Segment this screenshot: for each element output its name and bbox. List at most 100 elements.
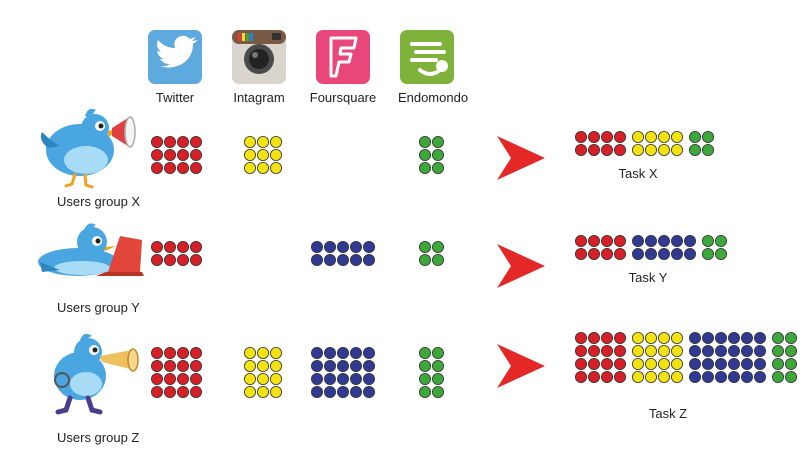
user-dot-instagram [269, 148, 282, 161]
group-label-y: Users group Y [57, 300, 140, 315]
user-dot-instagram [256, 385, 269, 398]
task-dot-yellow [658, 357, 671, 370]
task-dot-yellow [658, 130, 671, 143]
user-dot-foursquare [310, 240, 323, 253]
user-dot-twitter [163, 161, 176, 174]
arrow-icon [497, 344, 545, 388]
task-dot-red [601, 130, 614, 143]
task-dot-blue [715, 357, 728, 370]
user-dot-twitter [163, 385, 176, 398]
task-dot-yellow [632, 130, 645, 143]
user-dot-endomondo [431, 346, 444, 359]
user-dot-twitter [150, 346, 163, 359]
task-dot-red [601, 331, 614, 344]
user-dot-twitter [163, 372, 176, 385]
task-dot-yellow [645, 344, 658, 357]
user-dot-twitter [150, 161, 163, 174]
user-dot-instagram [243, 148, 256, 161]
task-dot-yellow [645, 331, 658, 344]
user-dot-twitter [150, 253, 163, 266]
task-dot-blue [689, 370, 702, 383]
task-dot-blue [702, 370, 715, 383]
task-dot-yellow [671, 143, 684, 156]
twitter-bird-laptop-icon [38, 223, 144, 276]
user-dot-twitter [150, 148, 163, 161]
user-dot-instagram [243, 135, 256, 148]
service-label-twitter: Twitter [155, 90, 195, 105]
task-dot-blue [671, 247, 684, 260]
task-dot-blue [741, 344, 754, 357]
task-dot-blue [702, 344, 715, 357]
user-dot-twitter [163, 359, 176, 372]
twitter-bird-horn-icon [54, 333, 139, 415]
user-dot-endomondo [418, 253, 431, 266]
task-dot-yellow [671, 331, 684, 344]
user-dot-instagram [269, 385, 282, 398]
user-dot-foursquare [310, 372, 323, 385]
arrows-layer [497, 136, 545, 388]
service-label-foursquare: Foursquare [309, 90, 377, 105]
user-dot-foursquare [362, 240, 375, 253]
task-label-y: Task Y [628, 270, 668, 285]
user-dot-endomondo [418, 372, 431, 385]
task-dot-blue [645, 247, 658, 260]
user-dot-instagram [269, 346, 282, 359]
task-dot-blue [684, 247, 697, 260]
task-dot-blue [702, 331, 715, 344]
user-dot-twitter [163, 135, 176, 148]
task-dot-red [601, 247, 614, 260]
user-dot-foursquare [336, 253, 349, 266]
user-dot-instagram [256, 372, 269, 385]
user-dot-endomondo [418, 346, 431, 359]
user-dot-foursquare [310, 346, 323, 359]
task-dot-blue [728, 370, 741, 383]
arrow-icon [497, 136, 545, 180]
instagram-camera-icon [232, 30, 286, 84]
task-dot-yellow [645, 370, 658, 383]
user-dot-foursquare [349, 372, 362, 385]
task-dot-blue [741, 357, 754, 370]
user-dot-twitter [189, 240, 202, 253]
user-dot-twitter [163, 346, 176, 359]
task-dot-blue [715, 344, 728, 357]
user-dot-twitter [176, 359, 189, 372]
task-dot-red [575, 357, 588, 370]
task-dot-blue [728, 344, 741, 357]
task-dot-green [702, 247, 715, 260]
task-dot-yellow [671, 370, 684, 383]
user-dot-endomondo [431, 240, 444, 253]
task-dot-red [614, 234, 627, 247]
user-dot-endomondo [418, 240, 431, 253]
user-dot-foursquare [323, 240, 336, 253]
task-dot-green [689, 143, 702, 156]
user-dot-foursquare [323, 253, 336, 266]
user-dot-endomondo [431, 372, 444, 385]
task-dot-blue [632, 234, 645, 247]
user-dot-twitter [163, 253, 176, 266]
user-dot-twitter [176, 346, 189, 359]
user-dot-foursquare [310, 253, 323, 266]
task-dot-red [575, 234, 588, 247]
user-dot-twitter [176, 148, 189, 161]
task-dot-red [614, 370, 627, 383]
task-dot-green [702, 143, 715, 156]
task-dot-red [588, 234, 601, 247]
task-dot-blue [715, 331, 728, 344]
task-dot-red [588, 357, 601, 370]
task-dot-yellow [658, 370, 671, 383]
user-dot-twitter [150, 385, 163, 398]
user-dot-instagram [269, 372, 282, 385]
task-dot-red [575, 331, 588, 344]
task-dot-yellow [645, 143, 658, 156]
user-dot-foursquare [336, 359, 349, 372]
task-dot-blue [754, 344, 767, 357]
task-dot-blue [645, 234, 658, 247]
user-dot-foursquare [362, 253, 375, 266]
task-dot-yellow [658, 143, 671, 156]
user-dot-twitter [189, 346, 202, 359]
user-dot-endomondo [431, 359, 444, 372]
service-label-endomondo: Endomondo [397, 90, 469, 105]
task-dot-blue [632, 247, 645, 260]
task-dot-red [588, 143, 601, 156]
user-dot-endomondo [431, 161, 444, 174]
